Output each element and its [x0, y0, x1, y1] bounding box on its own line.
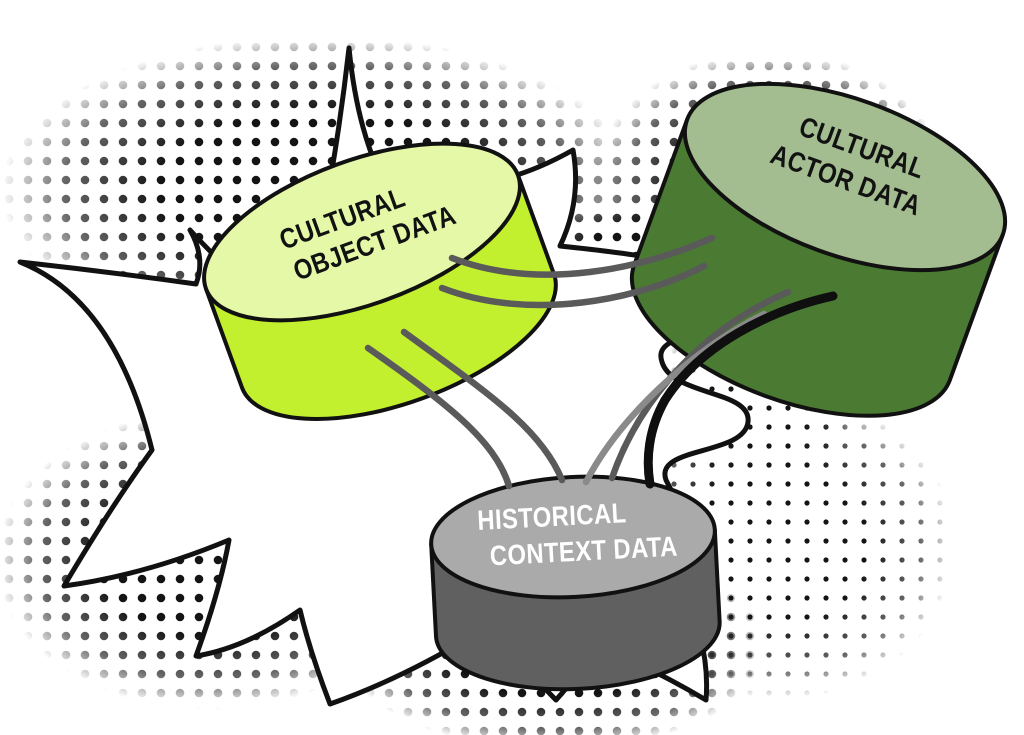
connector-object-historical-2	[364, 344, 513, 490]
cylinder-top	[682, 81, 1008, 273]
connector-layer	[364, 234, 838, 490]
node-historical-context-data: HISTORICAL CONTEXT DATA	[429, 474, 722, 692]
cylinder-top	[202, 141, 522, 323]
connector-object-historical-1	[400, 328, 566, 484]
node-label-line1: HISTORICAL	[477, 496, 628, 536]
node-cultural-object-data: CULTURAL OBJECT DATA	[202, 141, 558, 421]
connector-actor-historical-3	[643, 291, 838, 489]
connector-object-actor-1	[448, 234, 716, 278]
connector-object-actor-2	[438, 262, 708, 309]
cylinder-top	[429, 474, 717, 600]
